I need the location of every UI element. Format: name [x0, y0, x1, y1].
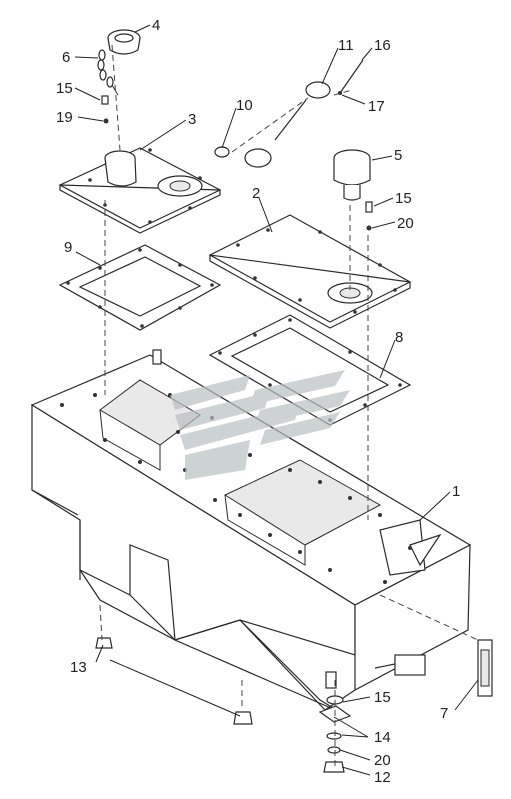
callout-5: 5	[394, 147, 402, 164]
callout-12: 12	[374, 769, 391, 786]
washer-19	[103, 118, 109, 124]
alignment-lines	[99, 44, 479, 770]
callout-1: 1	[452, 483, 460, 500]
callout-17: 16	[374, 37, 391, 54]
watermark-logo	[170, 370, 350, 480]
callout-11: 11	[338, 37, 354, 54]
tank-body	[30, 349, 472, 713]
callout-19: 19	[56, 109, 73, 126]
callout-10: 10	[236, 97, 253, 114]
callout-9: 9	[64, 239, 72, 256]
filler-cap-4	[107, 29, 141, 55]
gasket-9	[58, 244, 222, 331]
callout-3: 3	[188, 111, 196, 128]
callout-16: 15	[374, 689, 391, 706]
cover-plate-3	[58, 147, 222, 234]
callout-labels: 4 6 15 19 3 10 11 16 17 5 2 15 20 9 8 1 …	[56, 17, 460, 786]
chain-6	[97, 49, 119, 96]
washer-20-upper	[366, 225, 372, 231]
callout-6: 6	[62, 49, 70, 66]
leader-lines	[74, 24, 479, 776]
callout-20-upper: 20	[397, 215, 414, 232]
callout-14: 14	[374, 729, 391, 746]
gauge-assembly	[214, 59, 364, 168]
callout-13: 13	[70, 659, 87, 676]
callout-15-left: 15	[56, 80, 73, 97]
callout-15-right: 15	[395, 190, 412, 207]
callout-20-lower: 20	[374, 752, 391, 769]
cover-plate-2	[208, 214, 412, 329]
level-sight-7	[477, 639, 493, 697]
callout-4: 4	[152, 17, 160, 34]
breather-5	[333, 149, 371, 201]
callout-18: 17	[368, 98, 385, 115]
callout-8: 8	[395, 329, 403, 346]
bolt-15-left	[101, 95, 109, 105]
callout-7: 7	[440, 705, 448, 722]
callout-2: 2	[252, 185, 260, 202]
bolt-15-right	[365, 201, 373, 213]
